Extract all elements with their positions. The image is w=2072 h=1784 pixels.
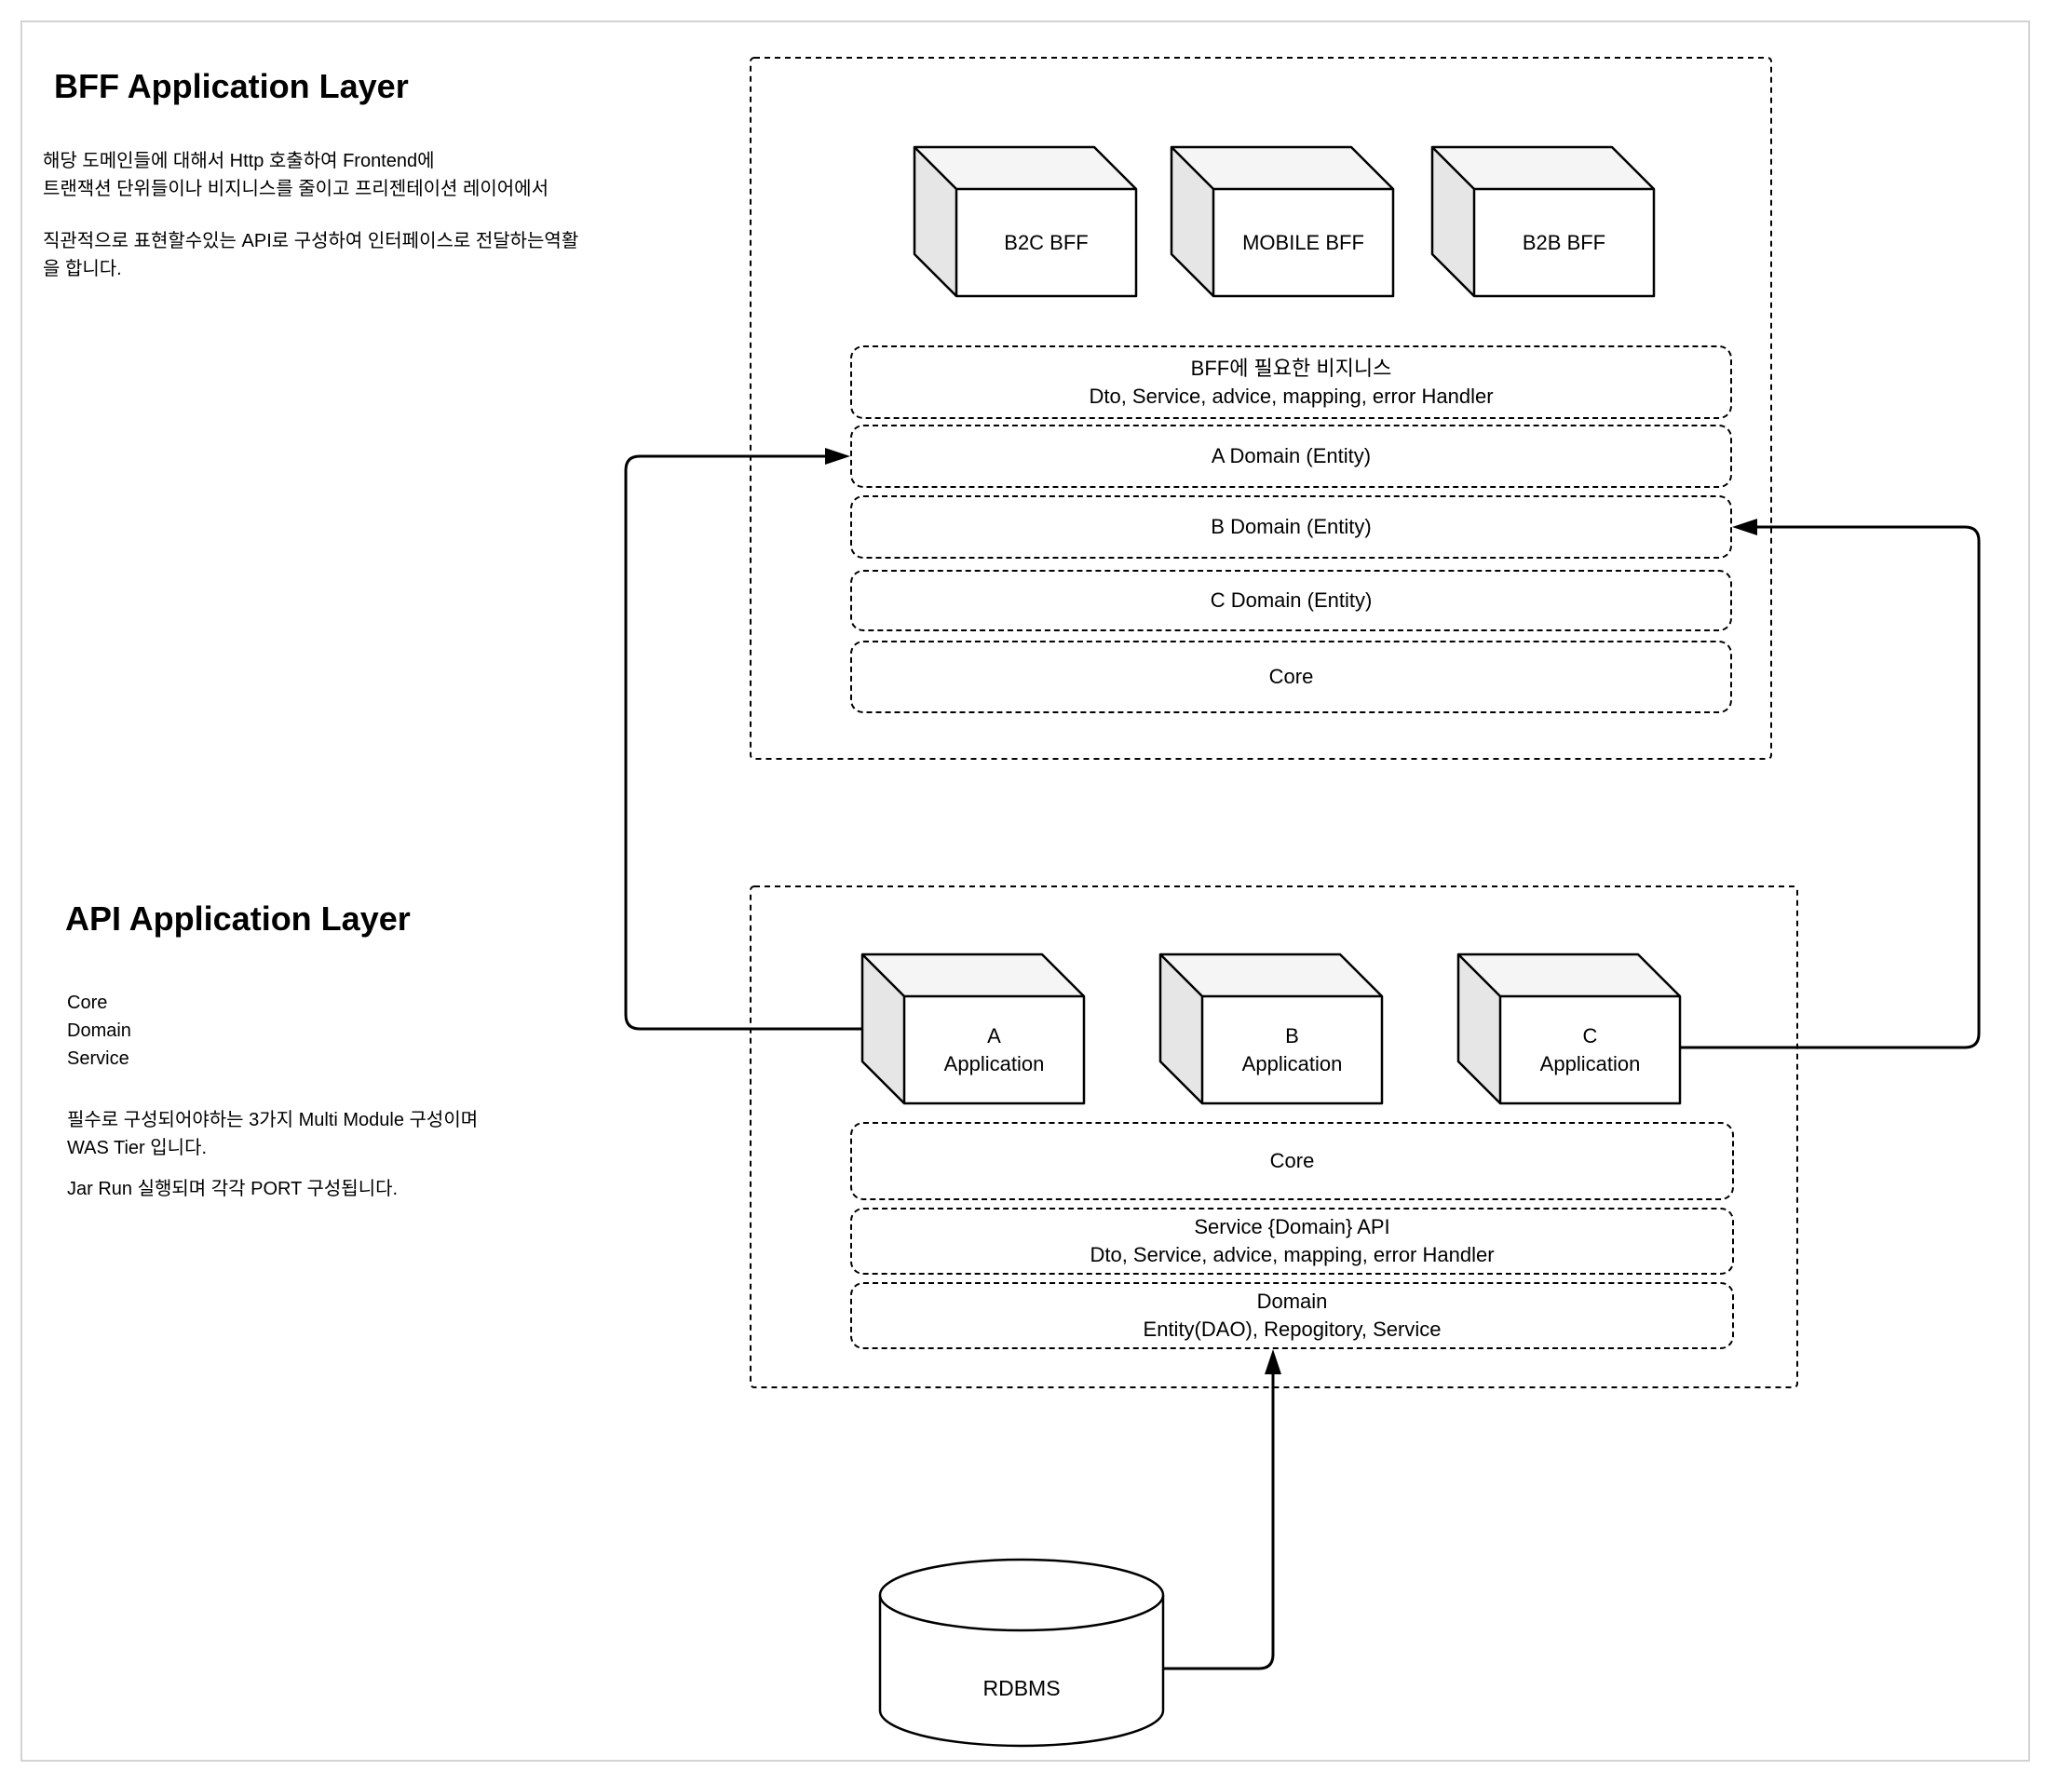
bff-layer-b-domain: B Domain (Entity) [850,495,1732,559]
bff-layer-boundary [750,57,1772,760]
bff-section-description-2: 직관적으로 표현할수있는 API로 구성하여 인터페이스로 전달하는역활 을 합… [43,231,579,279]
bff-layer-c-domain-label: C Domain (Entity) [1210,588,1373,612]
api-section-modules: Core Domain Service [67,993,131,1069]
cube-b-application [1158,953,1384,1105]
link-a-application-to-a-domain [624,448,862,1031]
cube-label-b2b-bff: B2B BFF [1522,230,1606,254]
rdbms-label: RDBMS [982,1676,1061,1700]
api-section-title: API Application Layer [65,899,411,938]
api-section-description-2: Jar Run 실행되며 각각 PORT 구성됩니다. [67,1179,399,1199]
arrowhead-up-icon [1265,1349,1281,1374]
link-c-application-to-b-domain [1680,519,1981,1049]
cube-b2c-bff [913,145,1138,298]
arrowhead-right-icon [825,448,850,465]
cube-c-application [1456,953,1682,1105]
bff-layer-core: Core [850,641,1732,713]
api-layer-core: Core [850,1122,1734,1200]
cube-label-c-application: C Application [1539,1023,1641,1075]
bff-layer-business-title: BFF에 필요한 비지니스 [1190,356,1392,380]
bff-layer-c-domain: C Domain (Entity) [850,570,1732,631]
api-layer-service-api: Service {Domain} API Dto, Service, advic… [850,1208,1734,1275]
api-layer-domain-title: Domain [1256,1290,1328,1313]
api-layer-service-api-detail: Dto, Service, advice, mapping, error Han… [1090,1243,1495,1266]
arrowhead-left-icon [1732,519,1757,535]
bff-section-title: BFF Application Layer [54,67,409,105]
bff-layer-business: BFF에 필요한 비지니스 Dto, Service, advice, mapp… [850,345,1732,419]
link-rdbms-to-domain [1164,1349,1281,1670]
api-section-description-1: 필수로 구성되어야하는 3가지 Multi Module 구성이며 WAS Ti… [67,1110,479,1158]
api-layer-core-label: Core [1269,1149,1315,1172]
bff-layer-business-detail: Dto, Service, advice, mapping, error Han… [1089,384,1494,408]
api-layer-domain: Domain Entity(DAO), Repogitory, Service [850,1282,1734,1349]
bff-layer-a-domain-label: A Domain (Entity) [1211,444,1372,467]
api-layer-service-api-title: Service {Domain} API [1194,1215,1390,1238]
bff-section-description-1: 해당 도메인들에 대해서 Http 호출하여 Frontend에 트랜잭션 단위… [43,151,548,199]
bff-layer-core-label: Core [1268,665,1314,688]
cube-mobile-bff [1170,145,1395,298]
api-layer-domain-detail: Entity(DAO), Repogitory, Service [1143,1318,1442,1341]
cube-a-application [860,953,1086,1105]
cube-label-b-application: B Application [1241,1023,1343,1075]
cube-label-mobile-bff: MOBILE BFF [1242,230,1364,254]
bff-layer-a-domain: A Domain (Entity) [850,425,1732,488]
bff-layer-b-domain-label: B Domain (Entity) [1211,515,1372,538]
cube-label-b2c-bff: B2C BFF [1004,230,1089,254]
rdbms-cylinder [878,1558,1165,1748]
cube-label-a-application: A Application [943,1023,1045,1075]
cube-b2b-bff [1430,145,1656,298]
